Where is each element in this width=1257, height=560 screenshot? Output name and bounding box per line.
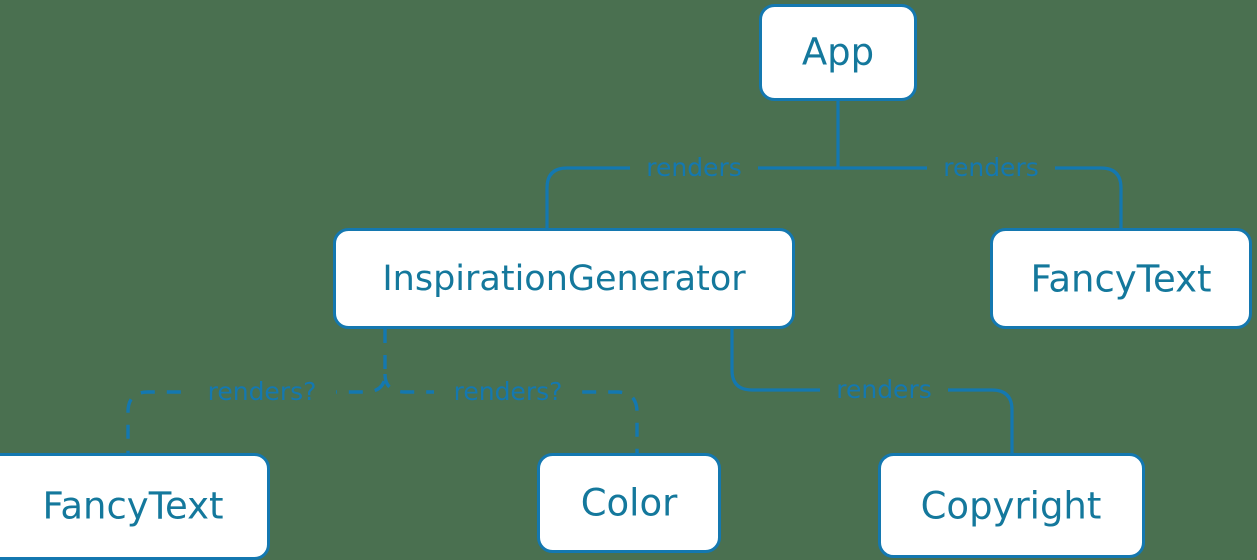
node-copyright[interactable]: Copyright (878, 453, 1145, 558)
node-fancytext-bottom-label: FancyText (42, 485, 223, 528)
edge-label-bg-app-fancytext (927, 154, 1055, 182)
node-fancytext-right-box[interactable] (990, 228, 1252, 329)
node-app-box[interactable] (759, 4, 917, 101)
node-inspirationgenerator[interactable]: InspirationGenerator (333, 228, 795, 329)
edge-label-inspirationgenerator-to-color: renders? (454, 377, 563, 406)
edge-label-inspirationgenerator-to-fancytext: renders? (208, 377, 317, 406)
node-fancytext-right-label: FancyText (1030, 258, 1211, 301)
node-color[interactable]: Color (537, 453, 721, 553)
node-fancytext-bottom[interactable]: FancyText (0, 453, 270, 560)
node-app-label: App (802, 31, 874, 74)
node-color-box[interactable] (537, 453, 721, 553)
node-color-label: Color (581, 482, 678, 525)
node-copyright-box[interactable] (878, 453, 1145, 558)
node-fancytext-bottom-box[interactable] (0, 453, 270, 560)
node-app[interactable]: App (759, 4, 917, 101)
edge-label-bg-inspirationgenerator-fancytext (188, 378, 336, 406)
node-inspirationgenerator-label: InspirationGenerator (382, 259, 746, 299)
edge-app-to-fancytext (836, 166, 1123, 230)
edge-label-app-to-inspirationgenerator: renders (646, 153, 742, 182)
edge-label-bg-app-inspirationgenerator (630, 154, 758, 182)
edge-label-group: renders renders renders? renders? render… (188, 153, 1055, 406)
edge-label-inspirationgenerator-to-copyright: renders (836, 375, 932, 404)
edge-inspirationgenerator-to-color-maybe (383, 373, 639, 453)
edge-label-bg-inspirationgenerator-color (434, 378, 582, 406)
node-fancytext-right[interactable]: FancyText (990, 228, 1252, 329)
node-inspirationgenerator-box[interactable] (333, 228, 795, 329)
edge-label-bg-inspirationgenerator-copyright (820, 376, 948, 404)
node-copyright-label: Copyright (921, 485, 1102, 528)
edge-label-app-to-fancytext: renders (943, 153, 1039, 182)
edge-app-to-inspirationgenerator (545, 99, 840, 230)
